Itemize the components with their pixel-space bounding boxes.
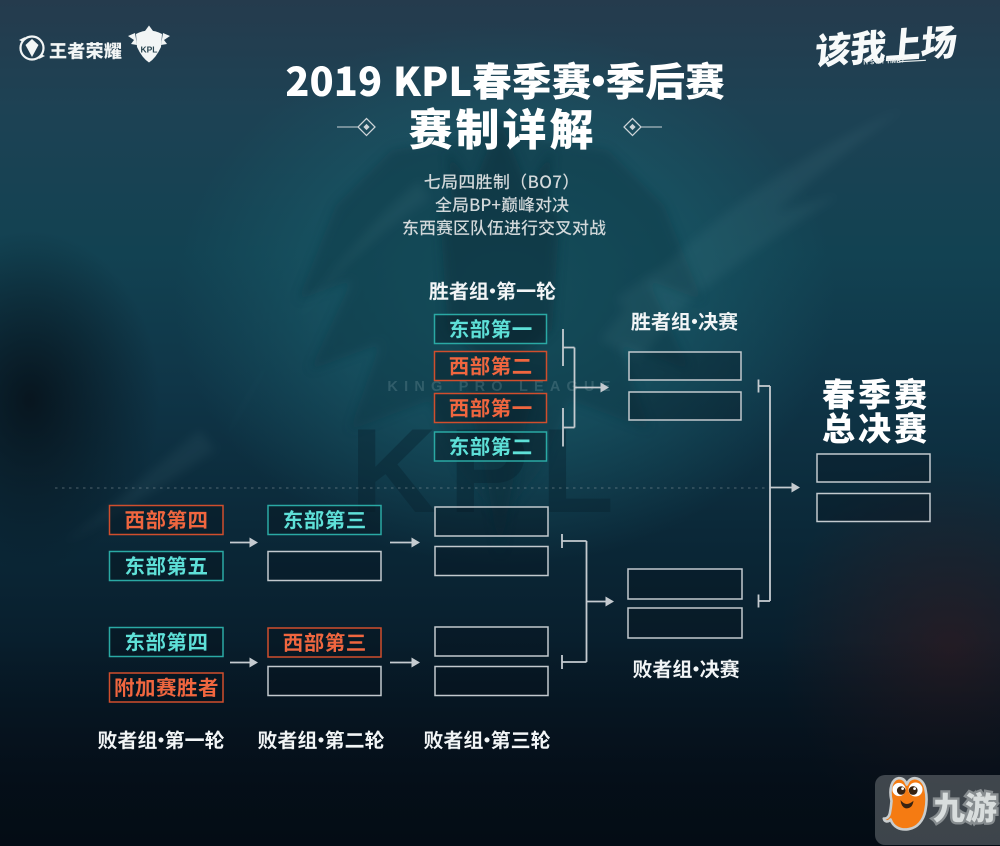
svg-text:KPL: KPL <box>350 404 626 538</box>
svg-text:KING PRO LEAGUE: KING PRO LEAGUE <box>387 379 616 395</box>
svg-text:IT'S MY TIME?: IT'S MY TIME? <box>863 58 905 66</box>
svg-text:KPL: KPL <box>141 45 158 55</box>
